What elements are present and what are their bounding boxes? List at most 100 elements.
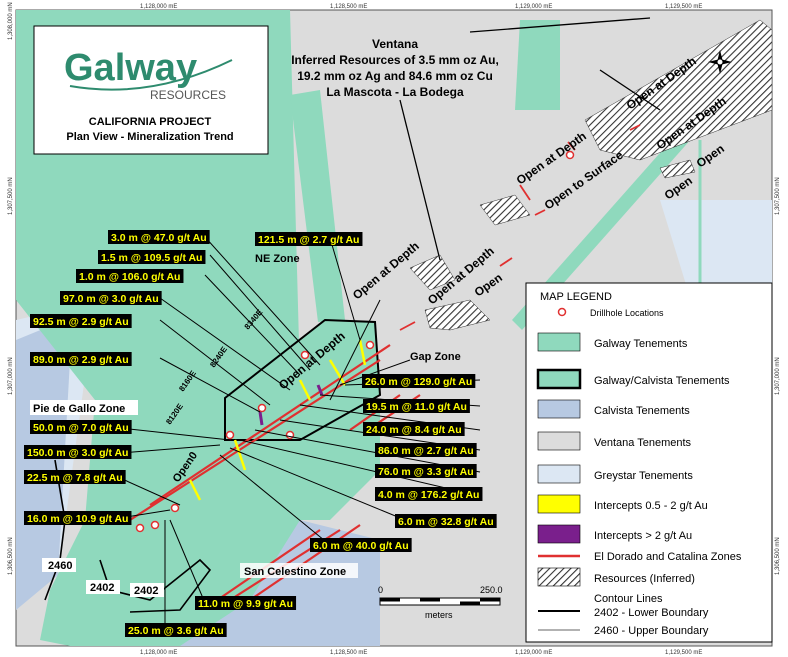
open-arrows (399, 124, 641, 331)
intercept-left-9: 16.0 m @ 10.9 g/t Au (27, 513, 128, 525)
coord-left-2: 1,307,500 mN (8, 177, 14, 215)
ventana-annotation: Ventana Inferred Resources of 3.5 mm oz … (291, 37, 499, 99)
intercept-left-2: 1.0 m @ 106.0 g/t Au (79, 271, 180, 283)
scale-bar: 0 250.0 meters (378, 585, 503, 620)
intercept-bottom-1: 25.0 m @ 3.6 g/t Au (128, 625, 224, 637)
intercept-top: 121.5 m @ 2.7 g/t Au (258, 234, 359, 246)
intercept-right-3: 86.0 m @ 2.7 g/t Au (378, 445, 474, 457)
intercept-left-8-box (24, 470, 126, 484)
intercept-top-box (255, 232, 363, 246)
intercept-left-7-box (24, 445, 132, 459)
intercept-left-5-box (30, 352, 132, 366)
intercept-traces (188, 339, 367, 501)
coord-top-4: 1,129,500 mE (665, 4, 702, 10)
intercept-left-6: 50.0 m @ 7.0 g/t Au (33, 422, 129, 434)
intercept-left-9-box (24, 511, 132, 525)
coord-top-1: 1,128,000 mE (140, 4, 177, 10)
map-legend: MAP LEGEND Drillhole Locations Galway Te… (525, 282, 773, 643)
intercept-right-5: 4.0 m @ 176.2 g/t Au (378, 489, 479, 501)
legend-swatch-6 (537, 524, 581, 544)
legend-swatch-4 (537, 464, 581, 484)
ventana-line-3: 19.2 mm oz Ag and 84.6 mm oz Cu (297, 69, 493, 83)
resource-3 (409, 254, 456, 291)
intercept-right-7-box (310, 538, 412, 552)
legend-label-7: El Dorado and Catalina Zones (594, 551, 742, 563)
legend-label-6: Intercepts > 2 g/t Au (594, 530, 692, 542)
coord-top-3: 1,129,000 mE (515, 4, 552, 10)
coord-left-1: 1,308,000 mN (8, 2, 14, 40)
intercept-left-8: 22.5 m @ 7.8 g/t Au (27, 472, 123, 484)
legend-label-1: Galway/Calvista Tenements (594, 375, 730, 387)
coord-right-2: 1,307,000 mN (775, 357, 781, 395)
legend-label-4: Greystar Tenements (594, 470, 693, 482)
coord-top-2: 1,128,500 mE (330, 4, 367, 10)
legend-swatch-1 (536, 368, 582, 390)
title-line-1: CALIFORNIA PROJECT (89, 116, 212, 128)
intercept-right-7: 6.0 m @ 40.0 g/t Au (313, 540, 409, 552)
intercept-left-1: 1.5 m @ 109.5 g/t Au (101, 252, 202, 264)
ventana-line-2: Inferred Resources of 3.5 mm oz Au, (291, 53, 499, 67)
contour-labels: 2460 2402 2402 (42, 558, 164, 597)
coord-bottom-1: 1,128,000 mE (140, 650, 177, 656)
contour-label-2460: 2460 (48, 560, 72, 572)
galway-strip-1 (290, 90, 345, 322)
intercept-bottom-1-box (125, 623, 227, 637)
ventana-line-1: Ventana (372, 37, 418, 51)
resource-5 (659, 159, 696, 179)
intercept-right-1-box (363, 399, 470, 413)
title-line-2: Plan View - Mineralization Trend (66, 131, 233, 143)
zone-ne: NE Zone (255, 253, 300, 265)
intercept-right-4: 76.0 m @ 3.3 g/t Au (378, 466, 474, 478)
coord-left-4: 1,306,500 mN (8, 537, 14, 575)
intercept-right-2: 24.0 m @ 8.4 g/t Au (366, 424, 462, 436)
intercept-right-4-box (375, 464, 477, 478)
intercept-left-0-box (108, 230, 210, 244)
coord-right-3: 1,306,500 mN (775, 537, 781, 575)
intercept-right-0: 26.0 m @ 129.0 g/t Au (365, 376, 472, 388)
galway-strip-3 (515, 20, 560, 110)
intercept-right-0-box (362, 374, 476, 388)
intercept-left-5: 89.0 m @ 2.9 g/t Au (33, 354, 129, 366)
ventana-line-4: La Mascota - La Bodega (326, 85, 464, 99)
intercept-right-6-box (395, 514, 497, 528)
logo-subtext: RESOURCES (150, 88, 226, 102)
scale-unit: meters (425, 610, 453, 620)
coord-bottom-4: 1,129,500 mE (665, 650, 702, 656)
contour-label-2402-b: 2402 (134, 585, 158, 597)
intercept-right-2-box (363, 422, 465, 436)
intercept-bottom-0-box (195, 596, 297, 610)
intercept-right-6: 6.0 m @ 32.8 g/t Au (398, 516, 494, 528)
legend-swatch-5 (537, 494, 581, 514)
scale-max: 250.0 (480, 585, 503, 595)
legend-swatch-3 (537, 431, 581, 451)
drillhole-legend-icon (557, 307, 567, 317)
resource-2 (479, 194, 531, 226)
legend-label-2: Calvista Tenements (594, 405, 690, 417)
intercept-left-6-box (30, 420, 132, 434)
legend-label-0: Galway Tenements (594, 338, 688, 350)
legend-contour-title: Contour Lines (594, 593, 663, 605)
scale-zero: 0 (378, 585, 383, 595)
intercept-left-4-box (30, 314, 132, 328)
pointer-lines (399, 17, 661, 261)
coord-left-3: 1,307,000 mN (8, 357, 14, 395)
intercept-left-2-box (76, 269, 184, 283)
logo-panel: Galway RESOURCES CALIFORNIA PROJECT Plan… (33, 25, 269, 155)
zone-pie: Pie de Gallo Zone (33, 403, 125, 415)
intercept-right-3-box (375, 443, 477, 457)
legend-label-3: Ventana Tenements (594, 437, 692, 449)
zone-san-celestino: San Celestino Zone (244, 566, 346, 578)
calvista-tenement-left (16, 322, 70, 610)
logo-swoosh-icon (69, 59, 233, 91)
intercept-left-3: 97.0 m @ 3.0 g/t Au (63, 293, 159, 305)
north-arrow-icon (708, 50, 732, 74)
intercept-right-1: 19.5 m @ 11.0 g/t Au (366, 401, 467, 413)
legend-swatch-2 (537, 399, 581, 419)
galway-tenement-main (16, 10, 380, 646)
legend-label-8: Resources (Inferred) (594, 573, 695, 585)
coord-bottom-3: 1,129,000 mE (515, 650, 552, 656)
legend-title: MAP LEGEND (540, 291, 612, 303)
intercept-left-3-box (60, 291, 162, 305)
drillholes (135, 150, 575, 533)
legend-drillhole: Drillhole Locations (590, 308, 664, 318)
